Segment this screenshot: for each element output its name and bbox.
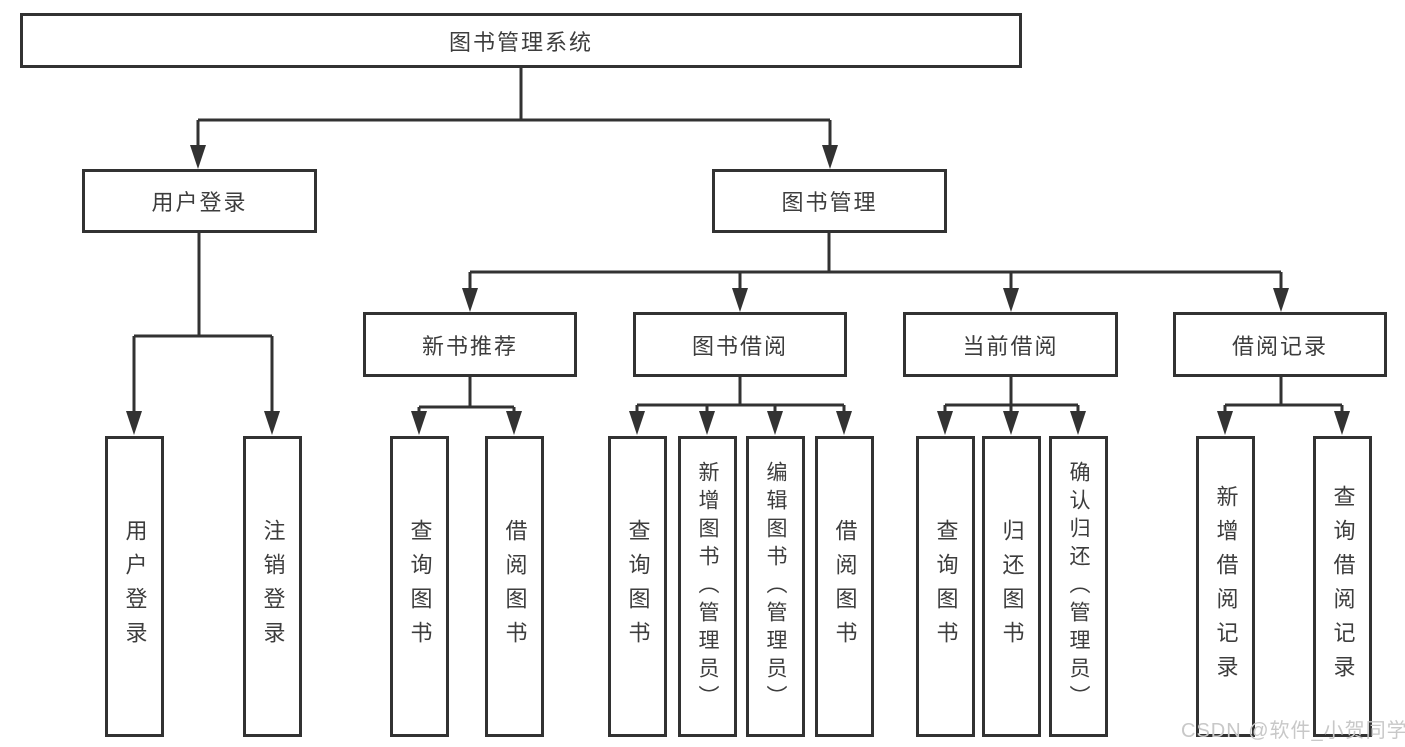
leaf-query-borrow-record-label: 查询借阅记录 (1330, 484, 1356, 689)
watermark-text: CSDN @软件_小贺同学 (1181, 720, 1405, 742)
connector-current-borrow-branch (937, 377, 1086, 435)
leaf-edit-book-admin: 编辑图书（管理员） (746, 436, 805, 737)
leaf-query-borrow-record: 查询借阅记录 (1313, 436, 1372, 737)
node-book-borrow: 图书借阅 (633, 312, 847, 377)
node-root: 图书管理系统 (20, 13, 1022, 68)
leaf-query-books: 查询图书 (390, 436, 449, 737)
connector-book-borrow-branch (629, 377, 852, 435)
leaf-borrow-books: 借阅图书 (485, 436, 544, 737)
leaf-add-borrow-record: 新增借阅记录 (1196, 436, 1255, 737)
leaf-borrow-books: 借阅图书 (815, 436, 874, 737)
node-current-borrow-label: 当前借阅 (962, 333, 1059, 359)
leaf-add-book-admin-label: 新增图书（管理员） (696, 460, 719, 713)
node-root-label: 图书管理系统 (448, 29, 593, 55)
connector-user-login-branch (126, 233, 280, 435)
leaf-add-borrow-record-label: 新增借阅记录 (1213, 484, 1239, 689)
leaf-borrow-books-label: 借阅图书 (832, 518, 858, 655)
node-current-borrow: 当前借阅 (903, 312, 1118, 377)
node-book-management-label: 图书管理 (781, 190, 878, 215)
node-new-book-recommend-label: 新书推荐 (421, 333, 518, 359)
node-new-book-recommend: 新书推荐 (363, 312, 577, 377)
node-borrow-records-label: 借阅记录 (1231, 333, 1328, 359)
leaf-confirm-return-admin: 确认归还（管理员） (1049, 436, 1108, 737)
connector-new-book-recommend-branch (411, 377, 522, 435)
leaf-logout-label: 注销登录 (260, 518, 286, 655)
leaf-query-books: 查询图书 (916, 436, 975, 737)
leaf-edit-book-admin-label: 编辑图书（管理员） (764, 460, 787, 713)
node-user-login: 用户登录 (82, 169, 317, 233)
leaf-confirm-return-admin-label: 确认归还（管理员） (1067, 460, 1090, 713)
leaf-borrow-books-label: 借阅图书 (502, 518, 528, 655)
node-borrow-records: 借阅记录 (1173, 312, 1387, 377)
leaf-add-book-admin: 新增图书（管理员） (678, 436, 737, 737)
leaf-logout: 注销登录 (243, 436, 302, 737)
leaf-query-books: 查询图书 (608, 436, 667, 737)
leaf-query-books-label: 查询图书 (407, 518, 433, 655)
leaf-query-books-label: 查询图书 (625, 518, 651, 655)
leaf-user-login-label: 用户登录 (122, 518, 148, 655)
leaf-return-books: 归还图书 (982, 436, 1041, 737)
connector-borrow-records-branch (1217, 377, 1350, 435)
node-book-management: 图书管理 (712, 169, 947, 233)
leaf-query-books-label: 查询图书 (933, 518, 959, 655)
leaf-user-login: 用户登录 (105, 436, 164, 737)
node-book-borrow-label: 图书借阅 (691, 333, 788, 359)
node-user-login-label: 用户登录 (151, 190, 248, 215)
leaf-return-books-label: 归还图书 (999, 518, 1025, 655)
connector-root-branch (190, 68, 838, 169)
connector-book-management-branch (462, 233, 1289, 312)
